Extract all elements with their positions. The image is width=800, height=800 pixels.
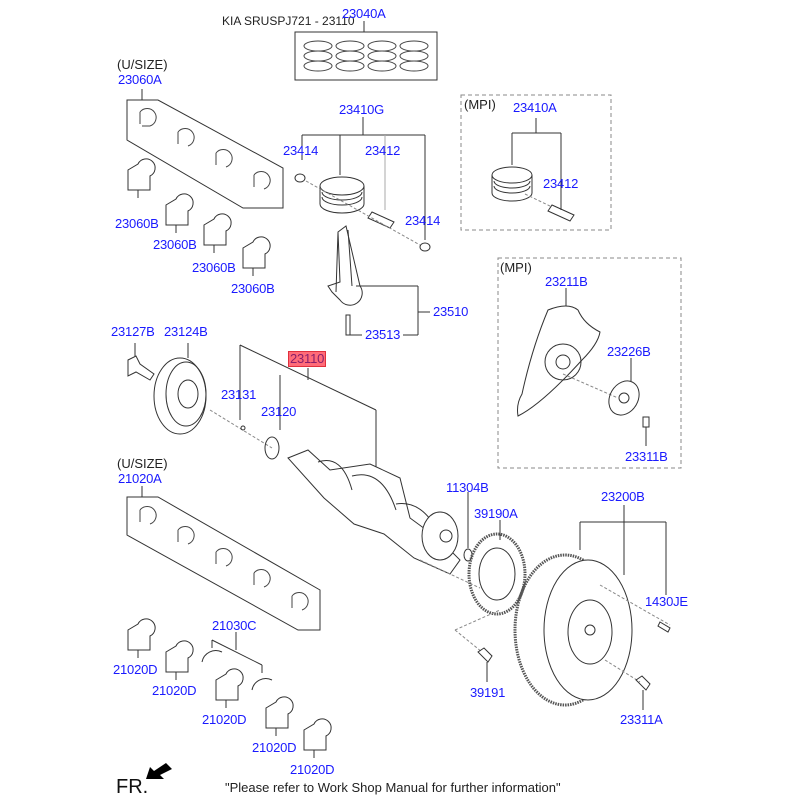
part-label-23414-1[interactable]: 23414 [283,143,319,158]
part-label-21020D-2[interactable]: 21020D [152,683,197,698]
front-direction-label: FR. [116,776,149,798]
part-label-39190A[interactable]: 39190A [474,506,518,521]
part-label-23412-2[interactable]: 23412 [543,176,579,191]
part-label-39191[interactable]: 39191 [470,685,506,700]
part-label-21020D-5[interactable]: 21020D [290,762,335,777]
part-label-21020D-3[interactable]: 21020D [202,712,247,727]
part-label-21020A[interactable]: 21020A [118,471,162,486]
part-label-23060A[interactable]: 23060A [118,72,162,87]
usize-lower-tag: (U/SIZE) [117,456,168,471]
part-label-23311B[interactable]: 23311B [625,449,668,464]
part-label-23040A[interactable]: 23040A [342,6,386,21]
diagram-title: KIA SRUSPJ721 - 23110 [222,14,355,28]
part-label-23060B-1[interactable]: 23060B [115,216,159,231]
part-label-23060B-4[interactable]: 23060B [231,281,275,296]
part-label-21030C[interactable]: 21030C [212,618,257,633]
part-label-23110-highlighted[interactable]: 23110 [288,351,327,367]
arrow-icon [146,763,172,779]
part-label-23412-1[interactable]: 23412 [365,143,401,158]
part-label-23124B[interactable]: 23124B [164,324,208,339]
main-bearing-set [126,486,321,631]
part-label-23060B-3[interactable]: 23060B [192,260,236,275]
crankshaft [239,344,481,589]
part-label-23410G[interactable]: 23410G [339,102,385,117]
part-label-23226B[interactable]: 23226B [607,344,651,359]
mpi-piston-group [460,94,612,231]
flywheel-assembly [454,492,671,710]
part-label-21020D-1[interactable]: 21020D [113,662,158,677]
part-label-23200B[interactable]: 23200B [601,489,645,504]
usize-upper-tag: (U/SIZE) [117,57,168,72]
part-label-23510[interactable]: 23510 [433,304,469,319]
piston-ring-set [294,21,438,81]
footer-note: "Please refer to Work Shop Manual for fu… [225,780,561,795]
main-bearings-individual [127,618,332,758]
part-label-1430JE[interactable]: 1430JE [645,594,688,609]
part-label-23513[interactable]: 23513 [365,327,401,342]
conrod-bearing-set [126,89,284,276]
part-label-23311A[interactable]: 23311A [620,712,663,727]
part-label-23060B-2[interactable]: 23060B [153,237,197,252]
part-label-23131[interactable]: 23131 [221,387,257,402]
part-label-23120[interactable]: 23120 [261,404,297,419]
part-label-23211B[interactable]: 23211B [545,274,588,289]
mpi-drive-plate-group [497,257,682,469]
part-label-23127B[interactable]: 23127B [111,324,155,339]
part-label-11304B[interactable]: 11304B [446,480,489,495]
part-label-23414-2[interactable]: 23414 [405,213,441,228]
part-label-23410A[interactable]: 23410A [513,100,557,115]
mpi-piston-tag: (MPI) [464,97,496,112]
mpi-drive-plate-tag: (MPI) [500,260,532,275]
piston-assembly [294,117,431,336]
part-label-21020D-4[interactable]: 21020D [252,740,297,755]
